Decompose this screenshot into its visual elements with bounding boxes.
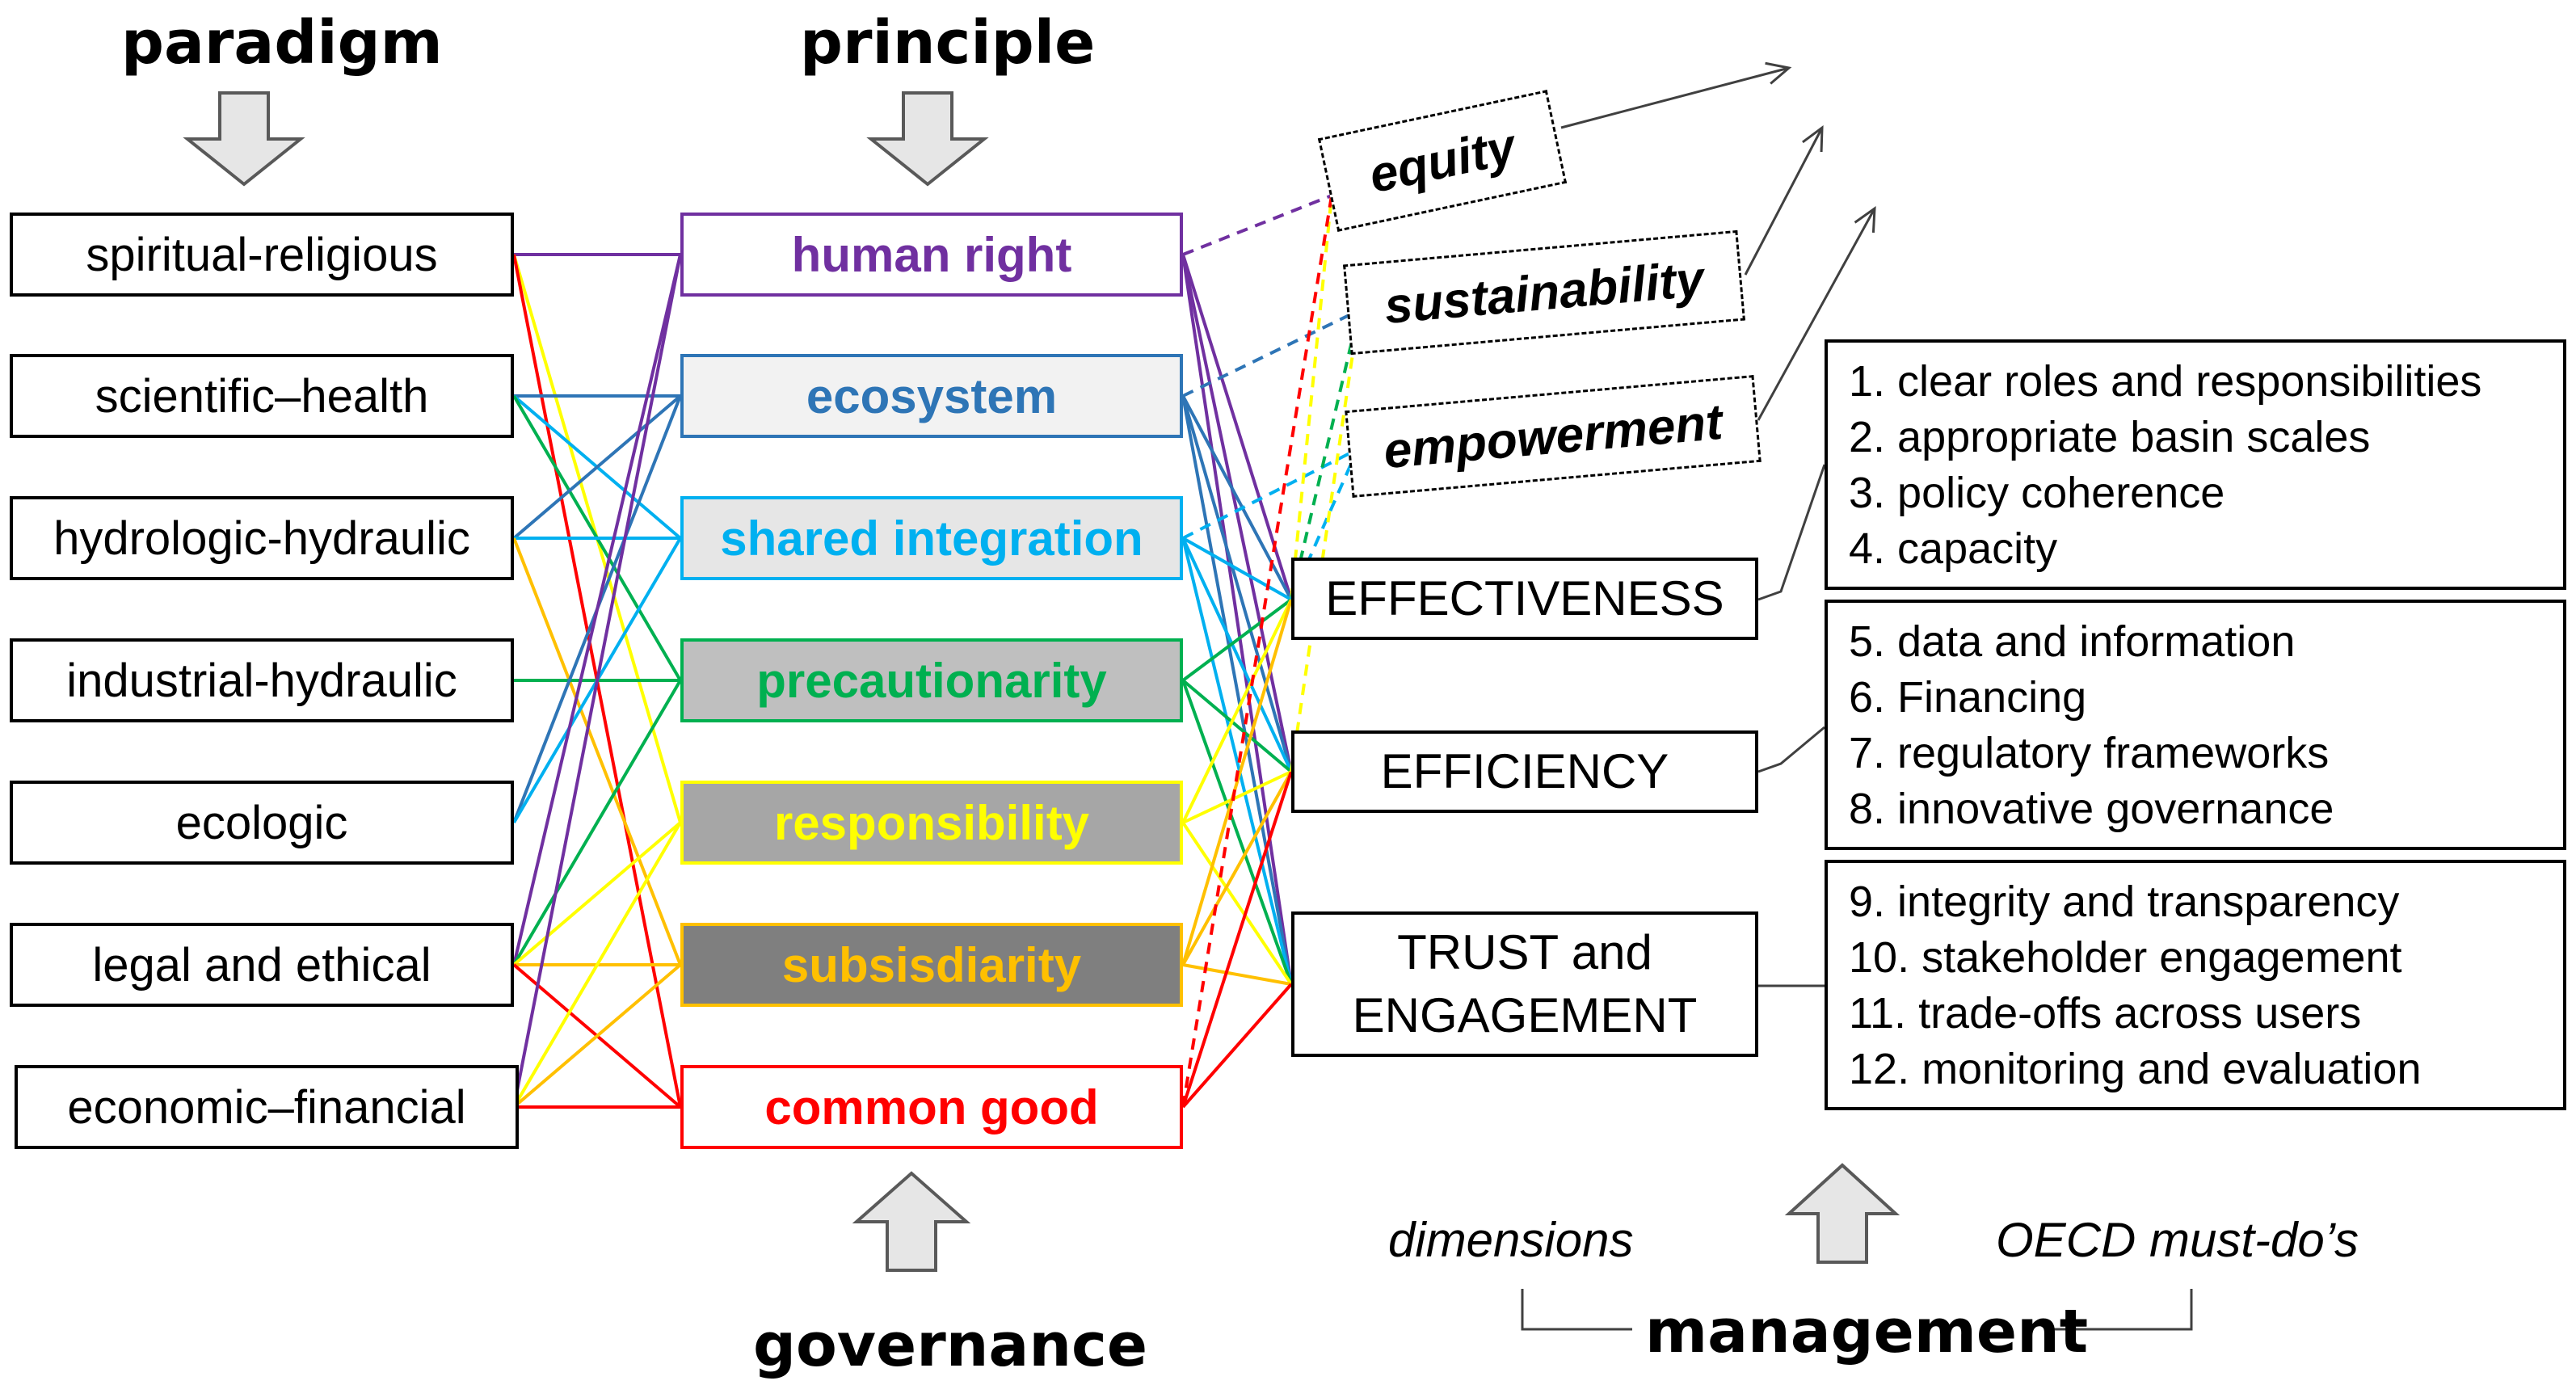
- up-arrow-icon: [852, 1171, 971, 1272]
- paradigm-industrial-hydraulic: industrial-hydraulic: [10, 638, 514, 722]
- principle-precautionarity: precautionarity: [680, 638, 1183, 722]
- must-do-item: 3. policy coherence: [1849, 469, 2225, 517]
- paradigm-legal-and-ethical: legal and ethical: [10, 923, 514, 1007]
- must-do-item: 1. clear roles and responsibilities: [1849, 357, 2482, 406]
- principle-dimension-link: [1181, 598, 1293, 682]
- principle-dimension-link: [1181, 537, 1293, 772]
- paradigm-principle-link: [512, 679, 682, 966]
- governance-title: governance: [753, 1311, 1148, 1380]
- principle-responsibility: responsibility: [680, 781, 1183, 865]
- principle-dimension-link: [1181, 395, 1293, 772]
- management-title: management: [1645, 1297, 2089, 1366]
- principle-dimension-link: [1182, 963, 1292, 986]
- oecd-must-dos-caption: OECD must-do’s: [1996, 1213, 2359, 1267]
- paradigm-principle-link: [512, 537, 682, 966]
- management-bracket-left: [1521, 1289, 1632, 1331]
- paradigm-principle-link: [512, 254, 682, 1108]
- outcome-arrow-head: [1765, 61, 1792, 85]
- must-do-item: 9. integrity and transparency: [1849, 878, 2400, 926]
- management-bracket-right: [2052, 1289, 2193, 1331]
- principle-dimension-link: [1181, 599, 1293, 966]
- paradigm-principle-link: [512, 963, 682, 1109]
- principle-dimension-link: [1181, 983, 1293, 1109]
- outcome-dashed-link: [1290, 309, 1361, 772]
- dimension-list-connector: [1757, 726, 1825, 773]
- principle-dimension-link: [1182, 770, 1292, 824]
- must-do-item: 11. trade-offs across users: [1849, 989, 2362, 1038]
- must-do-list-2: 5. data and information 6. Financing 7. …: [1825, 600, 2566, 850]
- dimension-trust-engagement: TRUST and ENGAGEMENT: [1291, 911, 1758, 1057]
- paradigm-principle-link: [512, 254, 682, 966]
- principle-dimension-link: [1181, 254, 1293, 600]
- dimension-list-connector: [1757, 464, 1826, 601]
- principle-dimension-link: [1181, 679, 1293, 773]
- outcome-arrow-line: [1757, 208, 1876, 421]
- principle-dimension-link: [1181, 680, 1293, 985]
- principle-common-good: common good: [680, 1065, 1183, 1149]
- principle-subsidiarity: subsisdiarity: [680, 923, 1183, 1007]
- must-do-list-3: 9. integrity and transparency 10. stakeh…: [1825, 860, 2566, 1110]
- principle-human-right: human right: [680, 213, 1183, 297]
- down-arrow-icon: [183, 91, 305, 187]
- up-arrow-icon: [1784, 1163, 1900, 1264]
- paradigm-principle-link: [512, 821, 682, 966]
- must-do-item: 2. appropriate basin scales: [1849, 413, 2371, 461]
- outcome-dashed-link: [1182, 309, 1360, 398]
- outcome-dashed-link: [1290, 195, 1333, 600]
- outcome-dashed-link: [1182, 194, 1332, 256]
- down-arrow-icon: [866, 91, 989, 187]
- dimension-effectiveness: EFFECTIVENESS: [1291, 558, 1758, 640]
- paradigm-economic-financial: economic–financial: [15, 1065, 519, 1149]
- must-do-list-1: 1. clear roles and responsibilities 2. a…: [1825, 339, 2566, 590]
- outcome-arrow-line: [1744, 127, 1824, 276]
- principle-shared-integration: shared integration: [680, 496, 1183, 580]
- outcome-dashed-link: [1290, 309, 1361, 600]
- paradigm-spiritual-religious: spiritual-religious: [10, 213, 514, 297]
- outcome-dashed-link: [1182, 448, 1358, 540]
- principle-dimension-link: [1182, 537, 1292, 601]
- paradigm-ecologic: ecologic: [10, 781, 514, 865]
- outcome-arrow-line: [1560, 66, 1790, 129]
- must-do-item: 5. data and information: [1849, 617, 2296, 666]
- paradigm-title: paradigm: [121, 8, 443, 78]
- paradigm-scientific-health: scientific–health: [10, 354, 514, 438]
- principle-ecosystem: ecosystem: [680, 354, 1183, 438]
- principle-dimension-link: [1181, 395, 1293, 985]
- principle-dimension-link: [1181, 254, 1293, 772]
- must-do-item: 6. Financing: [1849, 673, 2087, 722]
- must-do-item: 10. stakeholder engagement: [1849, 933, 2402, 982]
- principle-dimension-link: [1181, 821, 1293, 986]
- principle-dimension-link: [1181, 537, 1293, 985]
- paradigm-hydrologic-hydraulic: hydrologic-hydraulic: [10, 496, 514, 580]
- paradigm-principle-link: [512, 821, 682, 1109]
- must-do-item: 7. regulatory frameworks: [1849, 729, 2330, 777]
- principle-title: principle: [800, 8, 1096, 78]
- principle-dimension-link: [1181, 395, 1293, 600]
- principle-dimension-link: [1181, 599, 1293, 823]
- must-do-item: 12. monitoring and evaluation: [1849, 1045, 2422, 1093]
- must-do-item: 8. innovative governance: [1849, 785, 2334, 833]
- must-do-item: 4. capacity: [1849, 524, 2058, 573]
- outcome-arrow-head: [1802, 124, 1824, 153]
- principle-dimension-link: [1181, 771, 1293, 966]
- paradigm-principle-link: [512, 394, 682, 540]
- principle-dimension-link: [1181, 254, 1293, 985]
- outcome-arrow-head: [1854, 205, 1876, 234]
- dimensions-caption: dimensions: [1388, 1213, 1634, 1267]
- dimension-efficiency: EFFICIENCY: [1291, 730, 1758, 813]
- principle-dimension-link: [1181, 771, 1293, 1108]
